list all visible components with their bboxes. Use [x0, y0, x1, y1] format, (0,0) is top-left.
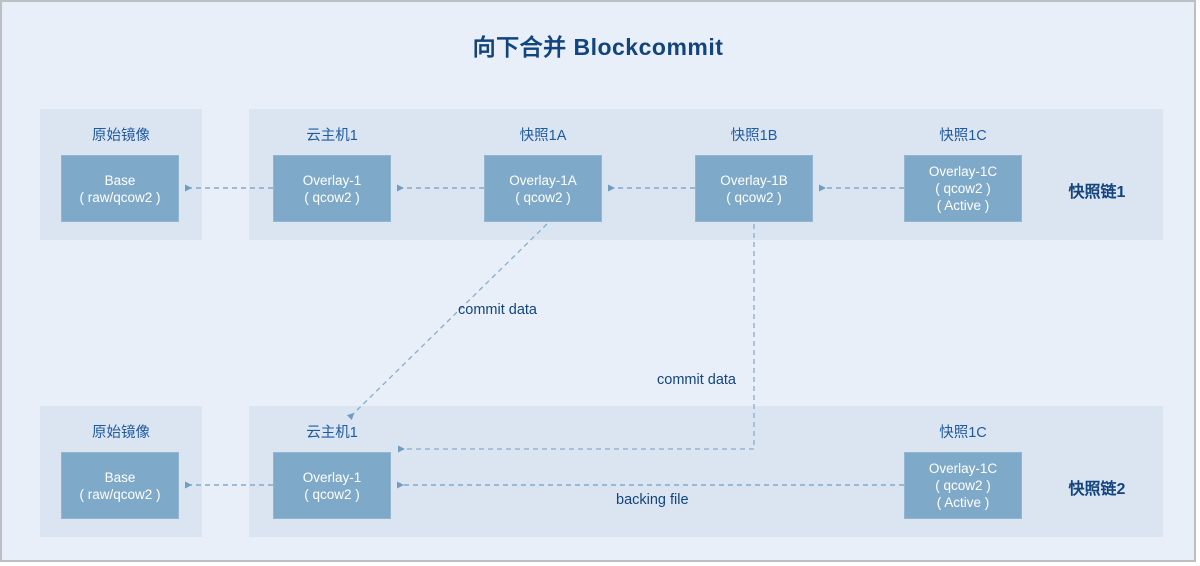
node-line: Overlay-1: [302, 172, 362, 188]
node-row1-overlay-1a[interactable]: Overlay-1A ( qcow2 ): [484, 155, 602, 222]
node-row2-overlay-1[interactable]: Overlay-1 ( qcow2 ): [273, 452, 391, 519]
node-line: Overlay-1B: [720, 172, 788, 188]
group-label-row1-snap-a: 快照1A: [519, 128, 567, 144]
group-label-row2-base: 原始镜像: [92, 425, 150, 441]
group-label-row1-base: 原始镜像: [92, 128, 150, 144]
node-line: Overlay-1A: [509, 172, 577, 188]
group-label-row2-snap-c: 快照1C: [939, 425, 987, 441]
node-line: Overlay-1C: [928, 164, 998, 179]
node-line: ( raw/qcow2 ): [79, 486, 161, 502]
group-label-row1-snap-c: 快照1C: [939, 128, 987, 144]
node-line: ( Active ): [936, 495, 990, 510]
node-line: ( qcow2 ): [515, 189, 571, 205]
page-title: 向下合并 Blockcommit: [472, 34, 724, 60]
node-line: ( Active ): [936, 198, 990, 213]
node-line: ( qcow2 ): [726, 189, 782, 205]
chain-label-row2: 快照链2: [1068, 481, 1126, 498]
node-row1-overlay-1b[interactable]: Overlay-1B ( qcow2 ): [695, 155, 813, 222]
group-label-row2-vm: 云主机1: [306, 425, 358, 441]
node-line: Overlay-1C: [928, 461, 998, 476]
node-line: Base: [104, 172, 136, 188]
node-line: ( raw/qcow2 ): [79, 189, 161, 205]
group-label-row1-vm: 云主机1: [306, 128, 358, 144]
node-line: ( qcow2 ): [304, 189, 360, 205]
node-row1-overlay-1c[interactable]: Overlay-1C ( qcow2 ) ( Active ): [904, 155, 1022, 222]
node-row2-base[interactable]: Base ( raw/qcow2 ): [61, 452, 179, 519]
node-row1-base[interactable]: Base ( raw/qcow2 ): [61, 155, 179, 222]
edge-label-commit-data-a: commit data: [458, 302, 537, 318]
node-row2-overlay-1c[interactable]: Overlay-1C ( qcow2 ) ( Active ): [904, 452, 1022, 519]
node-line: ( qcow2 ): [304, 486, 360, 502]
link-commit-data-a: [346, 223, 548, 421]
chain-label-row1: 快照链1: [1068, 184, 1126, 201]
group-label-row1-snap-b: 快照1B: [730, 128, 778, 144]
node-line: ( qcow2 ): [935, 181, 991, 196]
node-line: Overlay-1: [302, 469, 362, 485]
node-line: ( qcow2 ): [935, 478, 991, 493]
edge-label-backing-file: backing file: [616, 492, 689, 508]
edge-label-commit-data-b: commit data: [657, 372, 736, 388]
node-line: Base: [104, 469, 136, 485]
node-row1-overlay-1[interactable]: Overlay-1 ( qcow2 ): [273, 155, 391, 222]
